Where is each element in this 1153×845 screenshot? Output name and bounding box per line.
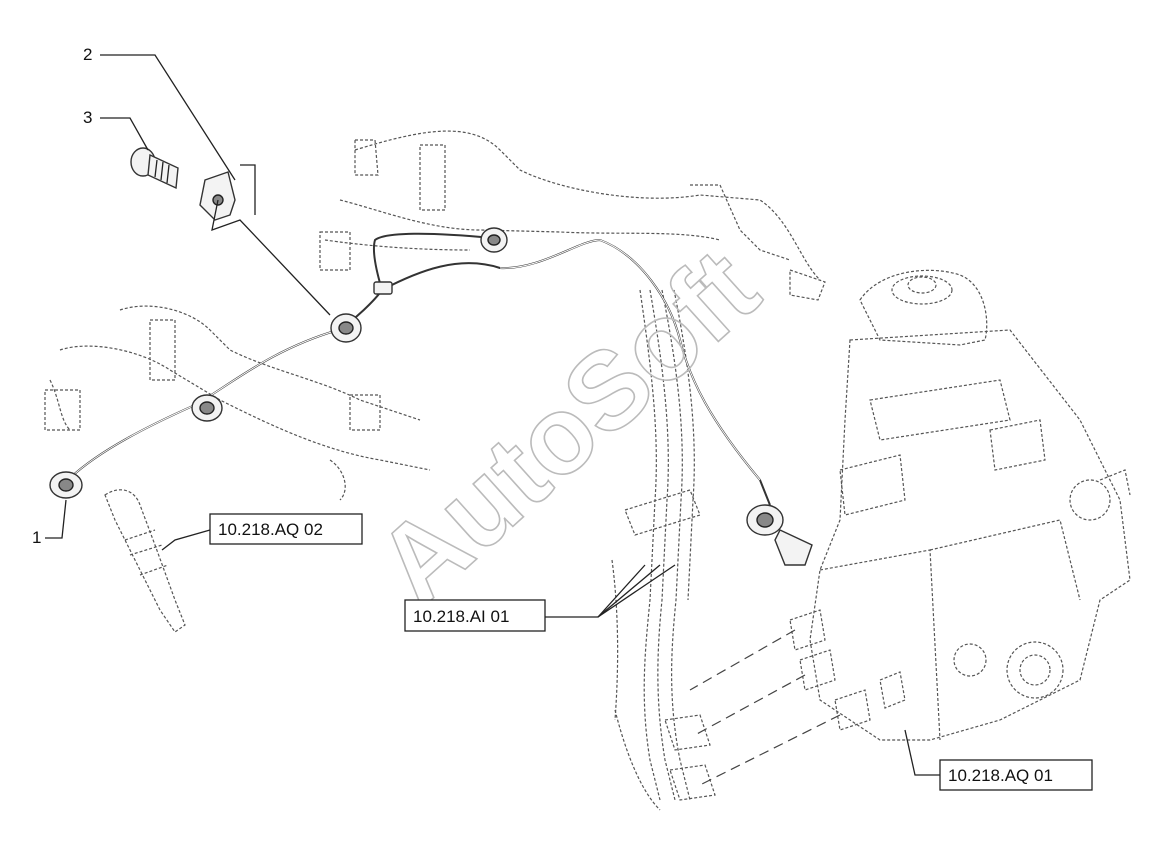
leader-lines: [45, 54, 940, 776]
reference-label-aq02: 10.218.AQ 02: [218, 520, 323, 539]
callout-number-1: 1: [32, 528, 41, 547]
reference-link-aq01[interactable]: 10.218.AQ 01: [939, 759, 1093, 791]
callout-number-2: 2: [83, 45, 92, 64]
callout-number-3: 3: [83, 108, 92, 127]
injection-pump: [789, 269, 1131, 741]
bolt-part: [130, 147, 179, 190]
background-harness: [44, 130, 826, 811]
reference-label-aq01: 10.218.AQ 01: [948, 766, 1053, 785]
reference-link-aq02[interactable]: 10.218.AQ 02: [209, 513, 363, 545]
watermark-text: AutoSoft: [354, 226, 781, 628]
reference-label-ai01: 10.218.AI 01: [413, 607, 509, 626]
leak-off-pipe: [49, 227, 813, 566]
clamp-part: [199, 171, 236, 221]
connection-lines: [689, 629, 841, 786]
reference-link-ai01[interactable]: 10.218.AI 01: [404, 599, 546, 632]
injector-part: [104, 489, 186, 633]
